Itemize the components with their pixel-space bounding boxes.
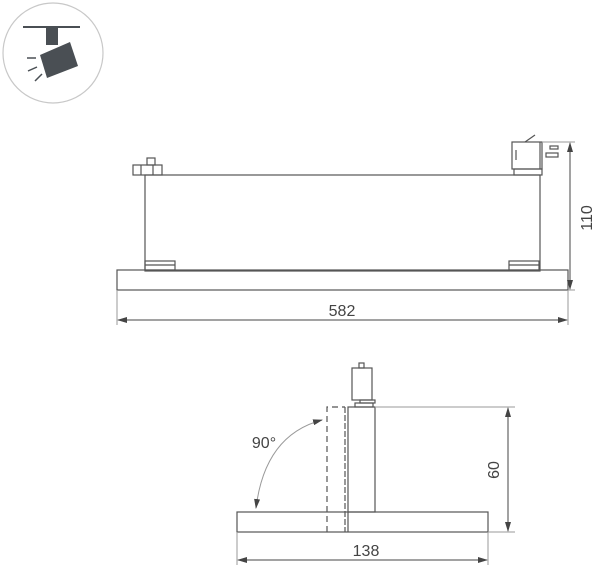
side-view	[236, 362, 489, 533]
rotation-label: 90°	[252, 435, 276, 452]
width-label: 138	[353, 543, 380, 560]
side-dimensions	[236, 406, 515, 565]
rotation-arc	[254, 419, 323, 509]
side-height-label: 60	[486, 461, 503, 479]
height-label: 110	[579, 205, 596, 231]
front-dimensions	[116, 141, 575, 325]
track-spotlight-icon	[2, 2, 104, 104]
front-view	[116, 134, 569, 291]
length-label: 582	[329, 303, 356, 320]
